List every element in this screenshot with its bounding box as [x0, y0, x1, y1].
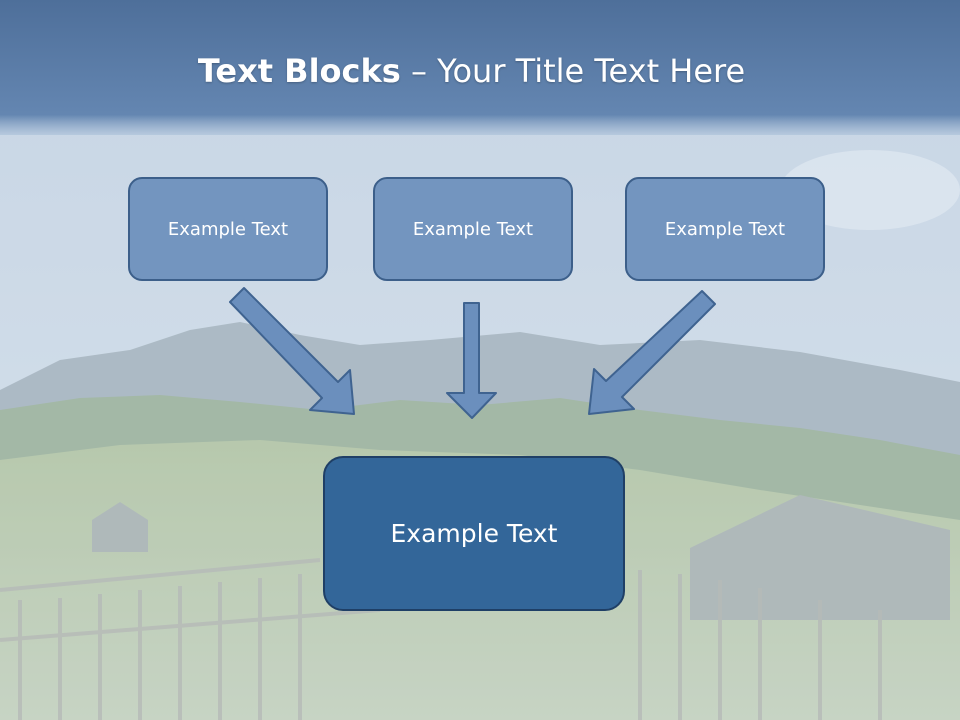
arrow-right-down [588, 290, 716, 415]
fence-shapes [0, 558, 882, 720]
header-band [0, 0, 960, 135]
text-block-left[interactable]: Example Text [128, 177, 328, 281]
barn-shapes [92, 495, 950, 620]
text-block-center[interactable]: Example Text [323, 456, 625, 611]
text-block-label: Example Text [664, 218, 786, 240]
title-dash: – [400, 52, 438, 90]
text-block-label: Example Text [390, 519, 558, 548]
slide-title: Text Blocks – Your Title Text Here [0, 52, 943, 90]
title-bold-part: Text Blocks [197, 52, 401, 90]
text-block-label: Example Text [412, 218, 534, 240]
text-block-middle[interactable]: Example Text [373, 177, 573, 281]
text-block-right[interactable]: Example Text [625, 177, 825, 281]
title-regular-part: Your Title Text Here [437, 52, 746, 90]
arrow-left-down [229, 287, 355, 415]
arrow-down [446, 302, 497, 419]
text-block-label: Example Text [167, 218, 289, 240]
